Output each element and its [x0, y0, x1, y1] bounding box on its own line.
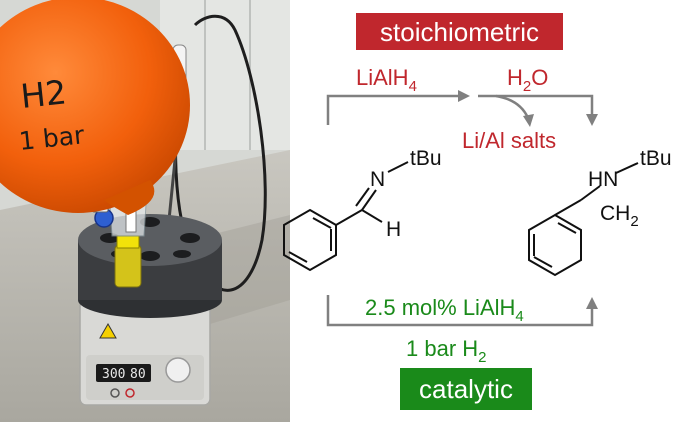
- balloon-label-h2: H2: [19, 72, 69, 116]
- catalytic-box: [400, 368, 532, 410]
- stoichiometric-arrow: [326, 94, 594, 125]
- product-ch2: CH2: [600, 202, 639, 230]
- product-structure: [528, 162, 639, 277]
- reactant-structure: [283, 161, 409, 272]
- hot-plate-display: [96, 364, 151, 382]
- reactant-tbu: tBu: [410, 147, 442, 170]
- product-hn: HN: [588, 168, 618, 191]
- reagent-water: H2O: [507, 65, 548, 95]
- reactant-n-atom: N: [370, 168, 385, 191]
- stoichiometric-box: [356, 13, 563, 50]
- catalytic-arrow: [326, 295, 594, 327]
- control-knob: [165, 357, 191, 383]
- reagent-lialh4: LiAlH4: [356, 65, 417, 95]
- stoichiometric-label: stoichiometric: [380, 17, 539, 47]
- display-speed: 80: [130, 367, 146, 382]
- product-tbu: tBu: [640, 147, 672, 170]
- hydrogen-balloon: [0, 0, 190, 213]
- hydrogen-pressure: 1 bar H2: [406, 336, 487, 366]
- catalyst-loading: 2.5 mol% LiAlH4: [365, 295, 524, 325]
- catalytic-label: catalytic: [419, 374, 513, 404]
- arrow-head-3: [523, 114, 534, 127]
- arrow-head-1: [458, 90, 470, 102]
- arrow-head-4: [586, 297, 598, 309]
- balloon-label-pressure: 1 bar: [18, 120, 87, 156]
- display-temperature: 300: [102, 367, 125, 382]
- reaction-setup-photo: 300 80 H2 1 bar: [0, 0, 290, 422]
- byproduct-salts: Li/Al salts: [462, 128, 556, 153]
- thermocouple-wire: [174, 14, 267, 292]
- arrow-head-2: [586, 114, 598, 126]
- reactant-h-atom: H: [386, 218, 401, 241]
